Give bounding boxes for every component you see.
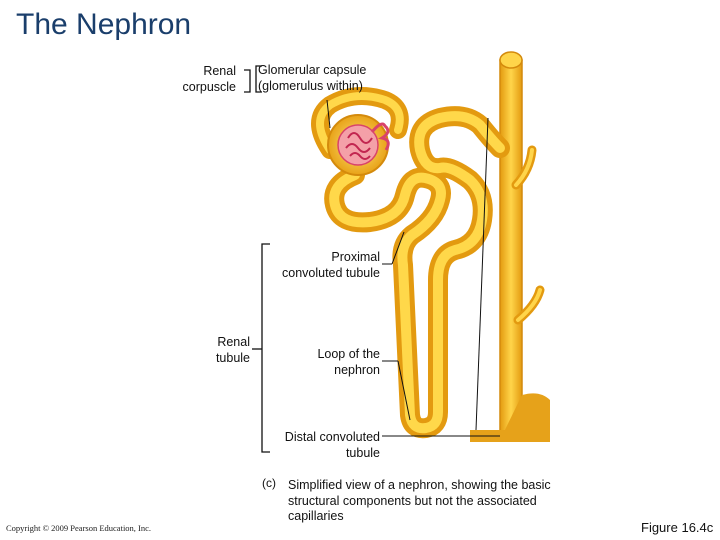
- brackets: [244, 65, 270, 453]
- glomerular-capsule-label: Glomerular capsule (glomerulus within): [258, 63, 367, 93]
- panel-letter: (c): [262, 476, 276, 490]
- slide-title: The Nephron: [16, 8, 192, 41]
- glomerular-capsule: [327, 114, 390, 176]
- collecting-duct: [470, 51, 550, 442]
- nephron-tubule: [311, 87, 510, 439]
- copyright-notice: Copyright © 2009 Pearson Education, Inc.: [6, 523, 152, 533]
- figure-caption: Simplified view of a nephron, showing th…: [288, 478, 551, 523]
- leader-lines: [326, 99, 500, 437]
- proximal-tubule-label: Proximal convoluted tubule: [282, 250, 380, 280]
- renal-tubule-label: Renal tubule: [215, 335, 250, 365]
- distal-tubule-label: Distal convoluted tubule: [284, 430, 380, 460]
- figure-number: Figure 16.4c: [641, 520, 714, 535]
- renal-corpuscle-label: Renal corpuscle: [182, 64, 237, 94]
- loop-label: Loop of the nephron: [317, 347, 380, 377]
